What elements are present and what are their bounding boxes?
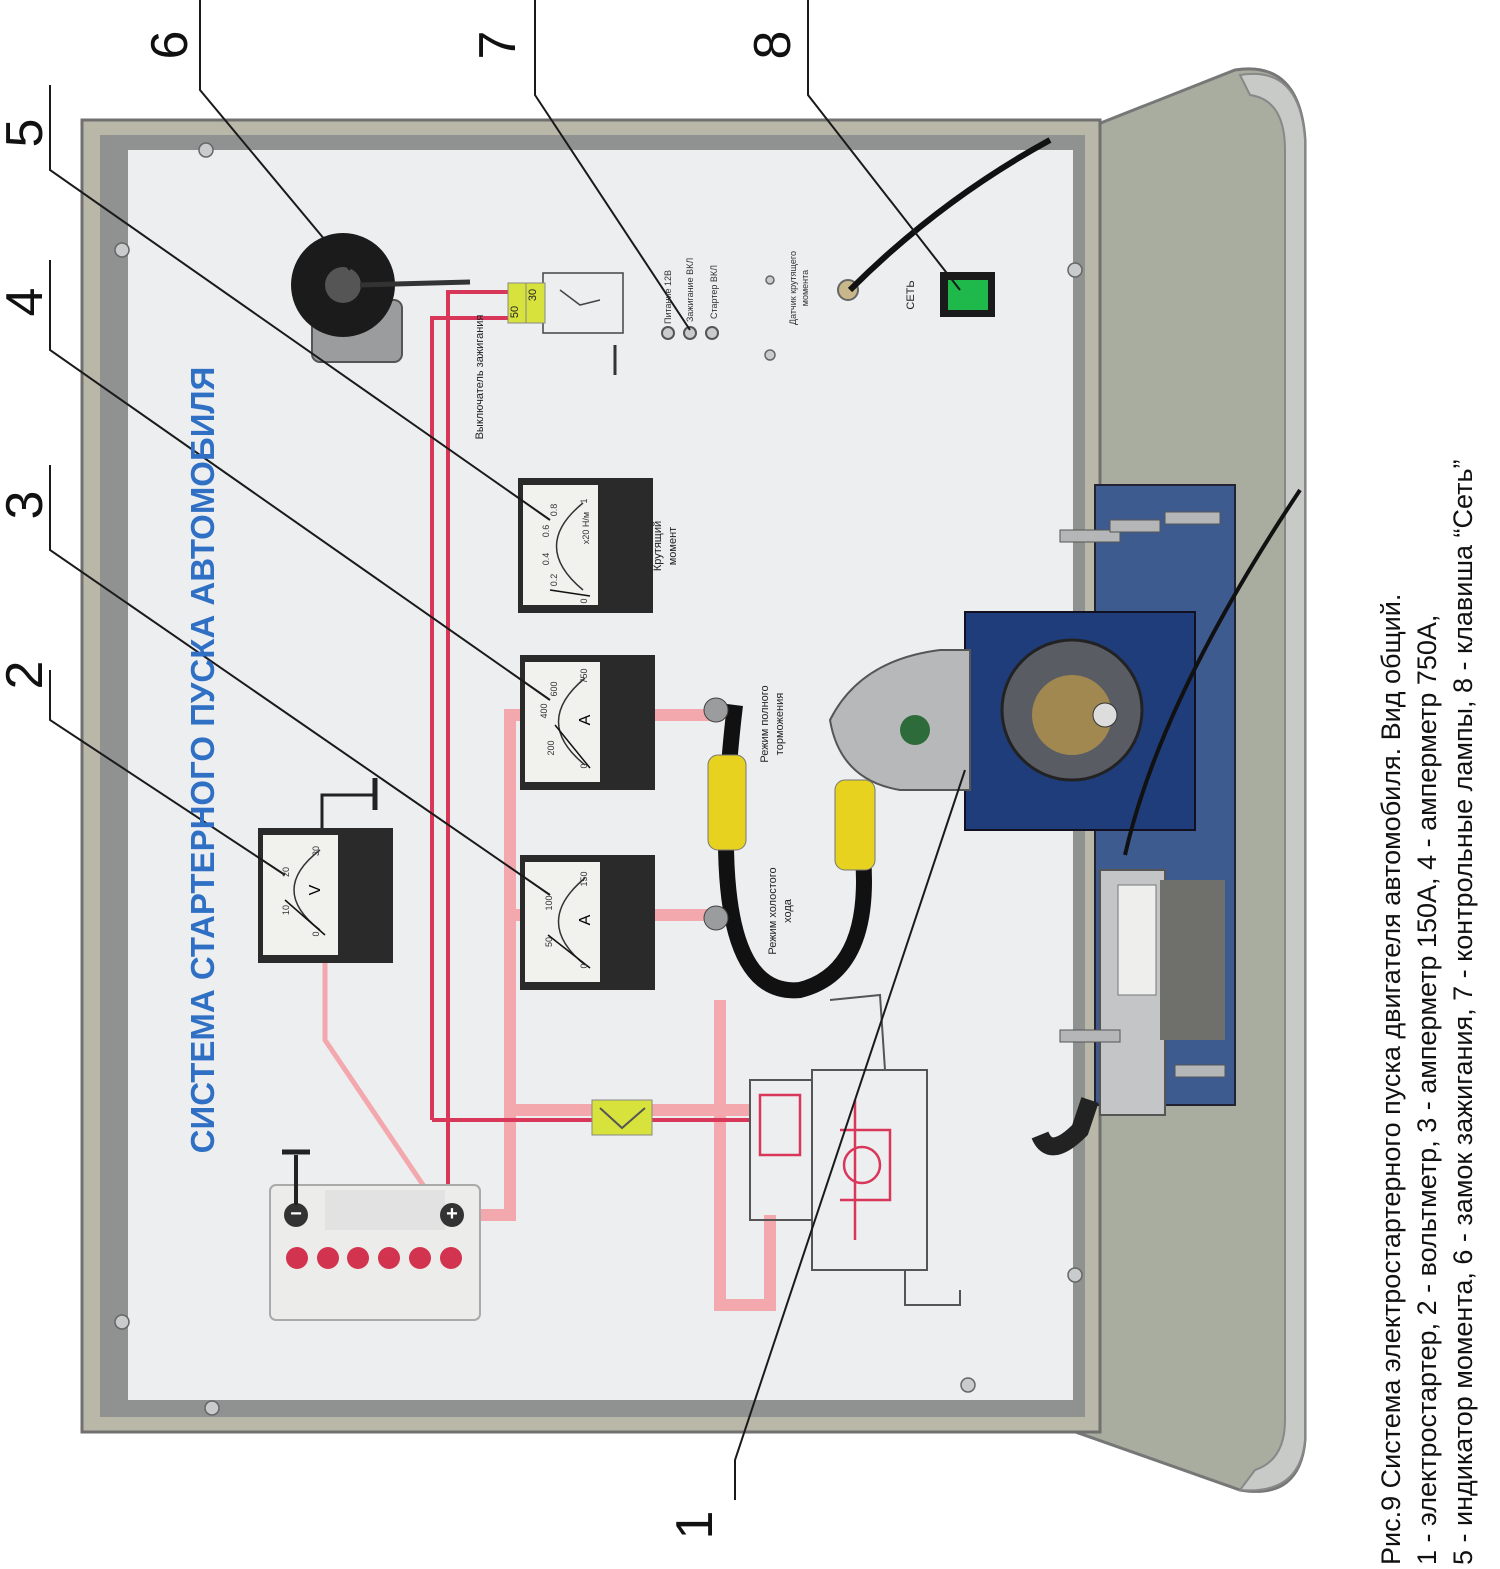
ammeter-750-tick-0: 0 <box>579 763 589 769</box>
voltmeter <box>258 778 393 963</box>
red-wires <box>430 290 750 1200</box>
ammeter-150-tick-50: 50 <box>544 937 554 948</box>
full-brake-label: Режим полного торможения <box>758 669 806 779</box>
callout-1: 1 <box>666 1510 724 1540</box>
figure-caption: Рис.9 Система электростартерного пуска д… <box>1372 0 1500 1569</box>
network-switch <box>948 280 988 310</box>
battery-graphic <box>269 1149 481 1321</box>
voltmeter-tick-10: 10 <box>281 905 291 916</box>
network-label: СЕТЬ <box>905 280 917 310</box>
diode-marker <box>591 1099 653 1136</box>
ignition-relay-diagram <box>507 272 624 375</box>
ammeter-750a <box>520 655 655 790</box>
ammeter-150a <box>520 855 655 990</box>
ammeter-750-tick-600: 600 <box>549 681 559 697</box>
battery-plus: + <box>446 1203 458 1225</box>
torque-sensor-connector <box>837 137 1052 301</box>
callout-5: 5 <box>0 118 54 148</box>
ignition-switch-text: Выключатель зажигания <box>474 314 486 440</box>
full-brake-text: Режим полного торможения <box>759 685 786 763</box>
callout-leaders <box>49 0 966 1500</box>
caption-line-3: 5 - индикатор момента, 6 - замок зажиган… <box>1448 459 1478 1565</box>
lamp-label-power: Питание 12В <box>663 269 673 324</box>
caption-line-1: Рис.9 Система электростартерного пуска д… <box>1376 593 1406 1565</box>
callout-7: 7 <box>469 30 527 60</box>
ammeter-150-tick-100: 100 <box>544 895 554 911</box>
voltmeter-tick-0: 0 <box>311 931 321 937</box>
torque-meter-tick-02: 0.2 <box>549 573 559 587</box>
callout-6: 6 <box>141 30 199 60</box>
panel-title: СИСТЕМА СТАРТЕРНОГО ПУСКА АВТОМОБИЛЯ <box>184 366 221 1154</box>
battery-minus: − <box>290 1203 302 1225</box>
terminal-30: 30 <box>527 288 539 302</box>
torque-meter-text: Крутящий момент <box>652 520 679 572</box>
voltmeter-tick-20: 20 <box>281 867 291 878</box>
ammeter-750-unit: A <box>577 714 594 726</box>
voltmeter-unit: V <box>307 884 324 896</box>
torque-meter <box>518 478 653 613</box>
torque-meter-tick-0: 0 <box>579 598 589 604</box>
ignition-lock <box>291 233 471 363</box>
ammeter-150-unit: A <box>577 914 594 926</box>
idle-label: Режим холостого хода <box>766 861 798 961</box>
torque-meter-tick-06: 0.6 <box>541 524 551 538</box>
torque-meter-tick-08: 0.8 <box>549 503 559 517</box>
starter-schematic <box>749 993 961 1306</box>
screws <box>114 142 1083 1416</box>
voltmeter-tick-30: 30 <box>311 846 321 857</box>
callout-2: 2 <box>0 660 54 690</box>
control-lamps <box>661 326 719 340</box>
idle-text: Режим холостого хода <box>767 867 794 955</box>
terminal-50: 50 <box>509 305 521 319</box>
torque-sensor-label: Датчик крутящего момента <box>787 248 823 328</box>
callout-4: 4 <box>0 287 54 317</box>
torque-sensor-text: Датчик крутящего момента <box>788 251 810 325</box>
torque-meter-tick-1: 1 <box>579 498 589 504</box>
lamp-label-ignition: Зажигание ВКЛ <box>685 257 695 322</box>
ammeter-150-tick-0: 0 <box>579 963 589 969</box>
load-cell <box>1031 488 1302 1156</box>
ammeter-750-tick-750: 750 <box>579 668 589 684</box>
ammeter-150-tick-150: 150 <box>579 871 589 887</box>
ignition-switch-label: Выключатель зажигания <box>473 312 503 442</box>
callout-3: 3 <box>0 490 54 520</box>
tray-rim <box>1238 72 1306 1492</box>
caption-line-2: 1 - электростартер, 2 - вольтметр, 3 - а… <box>1412 614 1442 1565</box>
callout-8: 8 <box>744 30 802 60</box>
torque-meter-label: Крутящий момент <box>651 501 683 591</box>
ammeter-750-tick-200: 200 <box>546 740 556 756</box>
lamp-label-starter: Стартер ВКЛ <box>709 264 719 319</box>
torque-meter-tick-04: 0.4 <box>541 552 551 566</box>
